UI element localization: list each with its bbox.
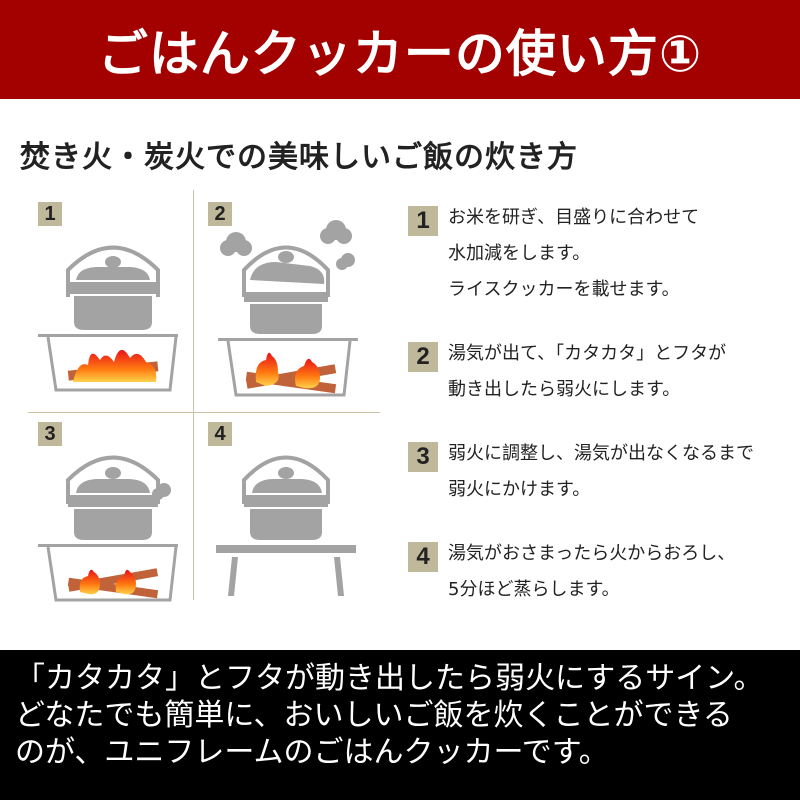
step-number: 1	[408, 206, 438, 236]
footer-text: 「カタカタ」とフタが動き出したら弱火にするサイン。	[15, 661, 764, 696]
step-item-2: 2 湯気が出て、「カタカタ」とフタが 動き出したら弱火にします。	[408, 336, 726, 408]
step-text: ライスクッカーを載せます。	[448, 279, 680, 300]
step-item-1: 1 お米を研ぎ、目盛りに合わせて 水加減をします。 ライスクッカーを載せます。	[408, 200, 699, 308]
step-text: 湯気がおさまったら火からおろし、	[448, 543, 736, 564]
illustration-panel-4: 4	[206, 420, 376, 620]
step-badge: 4	[208, 422, 232, 446]
step-badge: 3	[38, 422, 62, 446]
pot-on-fire-icon	[38, 245, 178, 392]
step-text: 水加減をします。	[448, 243, 591, 264]
pot-on-table-icon	[216, 455, 356, 596]
pot-steaming-icon	[218, 220, 358, 397]
step-text: 弱火に調整し、湯気が出なくなるまで	[448, 443, 754, 464]
step-badge: 2	[208, 202, 232, 226]
footer-text: のが、ユニフレームのごはんクッカーです。	[15, 735, 609, 770]
illustration-panel-2: 2	[206, 200, 376, 400]
step-badge: 1	[38, 202, 62, 226]
step-number: 4	[408, 542, 438, 572]
footer-banner: 「カタカタ」とフタが動き出したら弱火にするサイン。 どなたでも簡単に、おいしいご…	[0, 650, 800, 800]
step-item-3: 3 弱火に調整し、湯気が出なくなるまで 弱火にかけます。	[408, 436, 754, 508]
pot-low-fire-icon	[38, 455, 178, 602]
illustration-panel-1: 1	[28, 200, 198, 400]
illustration-panel-3: 3	[28, 420, 198, 620]
step-text: お米を研ぎ、目盛りに合わせて	[448, 207, 700, 228]
step-text: 動き出したら弱火にします。	[448, 379, 681, 400]
step-number: 3	[408, 442, 438, 472]
header-banner: ごはんクッカーの使い方①	[0, 0, 800, 99]
section-subtitle: 焚き火・炭火での美味しいご飯の炊き方	[20, 140, 578, 175]
step-text: 弱火にかけます。	[448, 479, 591, 500]
page-title: ごはんクッカーの使い方①	[97, 24, 703, 83]
step-text: 湯気が出て、「カタカタ」とフタが	[448, 343, 727, 364]
step-text: 5分ほど蒸らします。	[448, 579, 620, 600]
step-number: 2	[408, 342, 438, 372]
grid-divider-vertical	[193, 190, 194, 600]
step-item-4: 4 湯気がおさまったら火からおろし、 5分ほど蒸らします。	[408, 536, 735, 608]
grid-divider-horizontal	[28, 412, 380, 413]
footer-text: どなたでも簡単に、おいしいご飯を炊くことができる	[15, 698, 733, 733]
